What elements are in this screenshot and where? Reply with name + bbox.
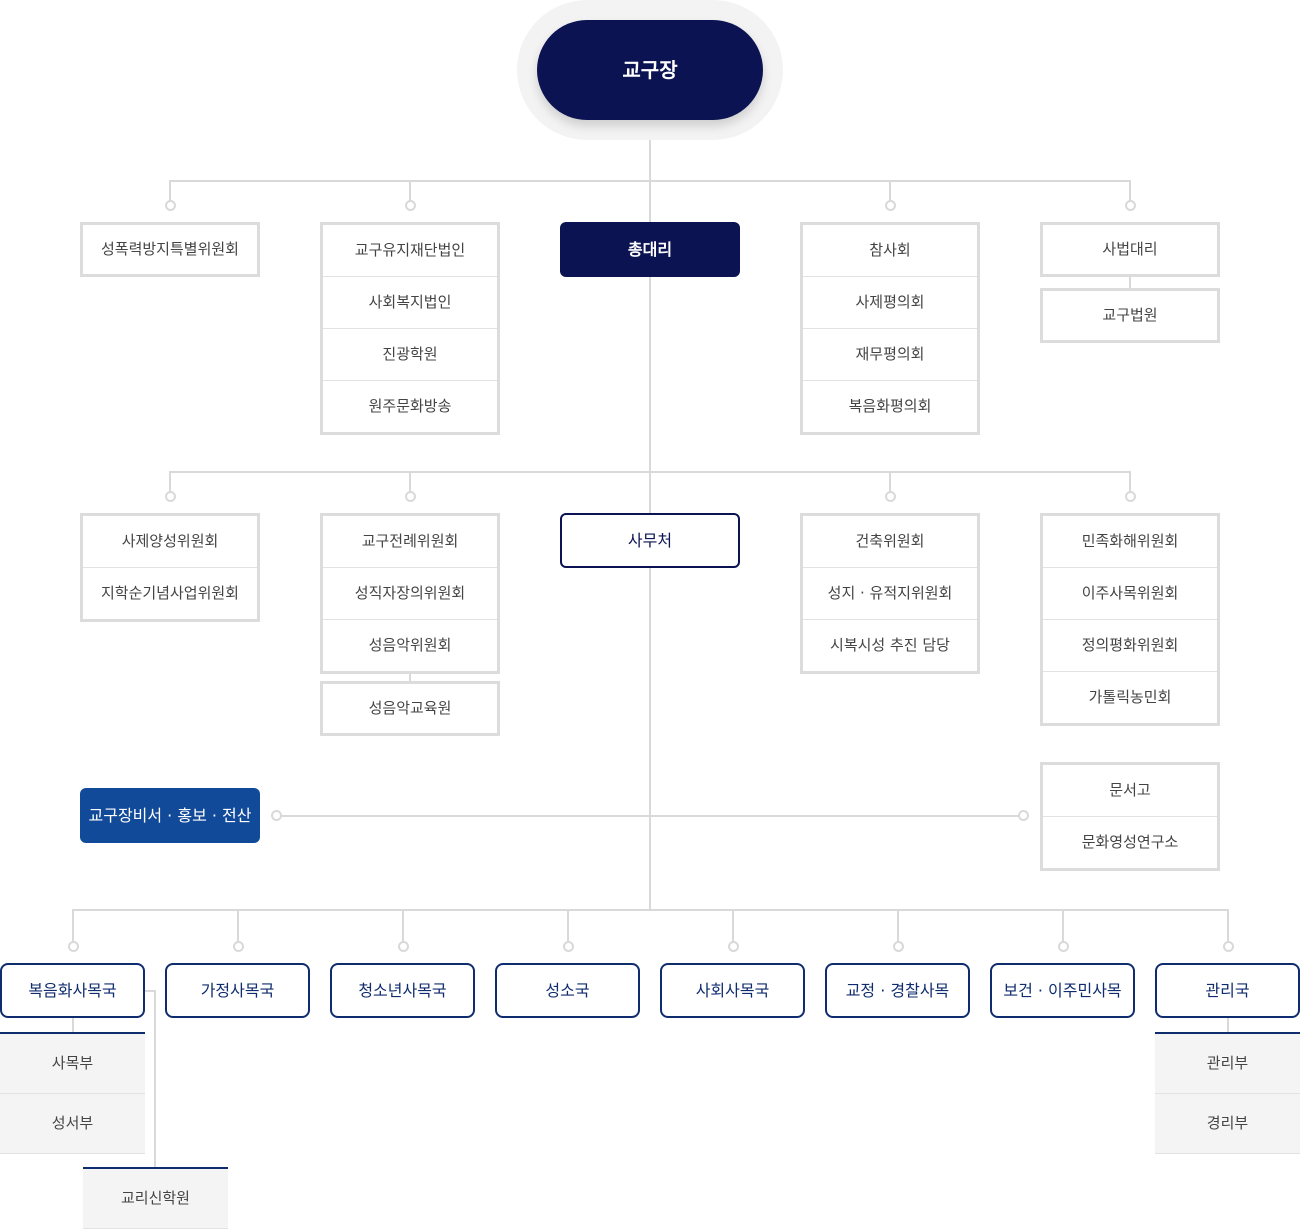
- priest-committees-group: 사제양성위원회 지학순기념사업위원회: [80, 513, 260, 622]
- department-label: 복음화사목국: [28, 981, 117, 1000]
- department-health-migrant[interactable]: 보건 · 이주민사목: [990, 963, 1135, 1018]
- committee-item[interactable]: 가톨릭농민회: [1088, 688, 1172, 706]
- foundation-item[interactable]: 교구유지재단법인: [323, 225, 497, 277]
- committee-item[interactable]: 성직자장의위원회: [323, 568, 497, 620]
- tribunal-label: 교구법원: [1102, 306, 1158, 324]
- tribunal-node[interactable]: 교구법원: [1040, 288, 1220, 343]
- department-social[interactable]: 사회사목국: [660, 963, 805, 1018]
- judicial-vicar-label: 사법대리: [1102, 240, 1158, 258]
- foundation-item[interactable]: 사회복지법인: [323, 277, 497, 329]
- archive-item[interactable]: 문화영성연구소: [1081, 833, 1179, 851]
- bishop-label: 교구장: [622, 58, 678, 82]
- catechism-school-node[interactable]: 교리신학원: [83, 1167, 228, 1229]
- bishop-node[interactable]: 교구장: [537, 20, 763, 120]
- committee-item[interactable]: 건축위원회: [803, 516, 977, 568]
- department-management[interactable]: 관리국: [1155, 963, 1300, 1018]
- archives-group: 문서고 문화영성연구소: [1040, 762, 1220, 871]
- committee-item[interactable]: 정의평화위원회: [1043, 620, 1217, 672]
- committee-item[interactable]: 사제양성위원회: [83, 516, 257, 568]
- committee-item[interactable]: 시복시성 추진 담당: [830, 636, 950, 654]
- social-committees-group: 민족화해위원회 이주사목위원회 정의평화위원회 가톨릭농민회: [1040, 513, 1220, 726]
- judicial-vicar-node[interactable]: 사법대리: [1040, 222, 1220, 277]
- vicar-general-label: 총대리: [627, 240, 673, 259]
- committee-item[interactable]: 성지 · 유적지위원회: [803, 568, 977, 620]
- sacred-music-school-label: 성음악교육원: [368, 699, 452, 717]
- committee-item[interactable]: 교구전례위원회: [323, 516, 497, 568]
- secretariat-node[interactable]: 교구장비서 · 홍보 · 전산: [80, 788, 260, 843]
- council-item[interactable]: 사제평의회: [803, 277, 977, 329]
- management-subs: 관리부 경리부: [1155, 1032, 1300, 1154]
- sexual-violence-committee-label: 성폭력방지특별위원회: [100, 240, 239, 258]
- catechism-school-label: 교리신학원: [83, 1169, 228, 1229]
- department-label: 관리국: [1205, 981, 1250, 1000]
- secretariat-label: 교구장비서 · 홍보 · 전산: [88, 806, 252, 825]
- council-item[interactable]: 참사회: [803, 225, 977, 277]
- councils-group: 참사회 사제평의회 재무평의회 복음화평의회: [800, 222, 980, 435]
- department-correction-police[interactable]: 교정 · 경찰사목: [825, 963, 970, 1018]
- archive-item[interactable]: 문서고: [1043, 765, 1217, 817]
- sexual-violence-committee[interactable]: 성폭력방지특별위원회: [80, 222, 260, 277]
- sub-department-item[interactable]: 경리부: [1155, 1094, 1300, 1154]
- foundation-item[interactable]: 원주문화방송: [368, 397, 452, 415]
- department-label: 교정 · 경찰사목: [845, 981, 950, 1000]
- sacred-music-school-node[interactable]: 성음악교육원: [320, 681, 500, 736]
- department-label: 사회사목국: [695, 981, 770, 1000]
- sub-department-item[interactable]: 관리부: [1155, 1034, 1300, 1094]
- department-vocation[interactable]: 성소국: [495, 963, 640, 1018]
- council-item[interactable]: 복음화평의회: [848, 397, 932, 415]
- liturgy-committees-group: 교구전례위원회 성직자장의위원회 성음악위원회: [320, 513, 500, 674]
- department-family[interactable]: 가정사목국: [165, 963, 310, 1018]
- department-youth[interactable]: 청소년사목국: [330, 963, 475, 1018]
- department-evangelization[interactable]: 복음화사목국: [0, 963, 145, 1018]
- foundations-group: 교구유지재단법인 사회복지법인 진광학원 원주문화방송: [320, 222, 500, 435]
- sub-department-item[interactable]: 사목부: [0, 1034, 145, 1094]
- vicar-general-node[interactable]: 총대리: [560, 222, 740, 277]
- foundation-item[interactable]: 진광학원: [323, 329, 497, 381]
- council-item[interactable]: 재무평의회: [803, 329, 977, 381]
- committee-item[interactable]: 민족화해위원회: [1043, 516, 1217, 568]
- committee-item[interactable]: 이주사목위원회: [1043, 568, 1217, 620]
- committee-item[interactable]: 지학순기념사업위원회: [100, 584, 239, 602]
- evangelization-subs: 사목부 성서부: [0, 1032, 145, 1154]
- chancery-node[interactable]: 사무처: [560, 513, 740, 568]
- department-label: 보건 · 이주민사목: [1003, 981, 1122, 1000]
- department-label: 청소년사목국: [358, 981, 447, 1000]
- sub-department-item[interactable]: 성서부: [0, 1094, 145, 1154]
- department-label: 가정사목국: [200, 981, 275, 1000]
- building-committees-group: 건축위원회 성지 · 유적지위원회 시복시성 추진 담당: [800, 513, 980, 674]
- committee-item[interactable]: 성음악위원회: [368, 636, 452, 654]
- department-label: 성소국: [545, 981, 590, 1000]
- chancery-label: 사무처: [627, 531, 673, 550]
